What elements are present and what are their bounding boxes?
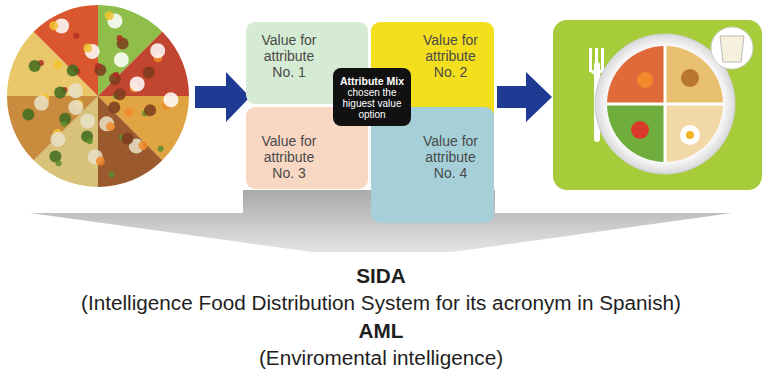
food-item [95, 63, 101, 69]
acronym-expansion: (Enviromental intelligence) [0, 345, 762, 370]
food-item [29, 60, 41, 72]
flow-arrow [497, 72, 552, 122]
food-item [114, 52, 129, 67]
mix-box: Attribute Mixchosen the higuest value op… [333, 68, 411, 126]
food-item [108, 102, 120, 114]
box-heading: Attribute Mix [340, 75, 404, 87]
food-wheel [6, 4, 190, 188]
food-item [130, 76, 145, 91]
food-item [22, 108, 34, 120]
food-item [68, 100, 83, 115]
food-item [61, 121, 67, 127]
box-text: Value for attribute No. 1 [252, 32, 326, 80]
food-item [56, 160, 62, 166]
food-item [105, 11, 114, 20]
food-item [80, 113, 95, 128]
food-item [68, 83, 83, 98]
plate-icon [589, 27, 753, 174]
food-item [150, 43, 165, 58]
food-item [96, 157, 105, 166]
food-item [54, 87, 66, 99]
acronym-title: AML [0, 318, 762, 343]
food-item [113, 72, 119, 78]
food-item [143, 67, 155, 79]
meal-panel [553, 20, 762, 190]
food-item [49, 21, 58, 30]
food-item [106, 122, 115, 131]
food-item [99, 116, 114, 131]
box-text: Value for attribute No. 3 [252, 133, 326, 181]
food-item [83, 44, 92, 53]
food-item [67, 64, 79, 76]
food-item [73, 33, 79, 39]
box-body: chosen the higuest value option [337, 87, 407, 120]
food-item [158, 146, 164, 152]
food-item [139, 141, 148, 150]
food-item [144, 104, 156, 116]
food-item [117, 35, 123, 41]
food-item [87, 138, 93, 144]
food-item [109, 172, 115, 178]
box-text: Value for attribute No. 4 [413, 133, 488, 181]
food-item [125, 108, 134, 117]
box-text: Value for attribute No. 2 [413, 32, 488, 80]
food-item [163, 92, 178, 107]
food-item [50, 132, 65, 147]
acronym-expansion: (Intelligence Food Distribution System f… [0, 290, 762, 315]
food-item [114, 88, 126, 100]
acronym-title: SIDA [0, 263, 762, 288]
food-item [53, 60, 62, 69]
flow-arrow [195, 72, 250, 122]
food-item [34, 96, 49, 111]
food-item [122, 133, 134, 145]
